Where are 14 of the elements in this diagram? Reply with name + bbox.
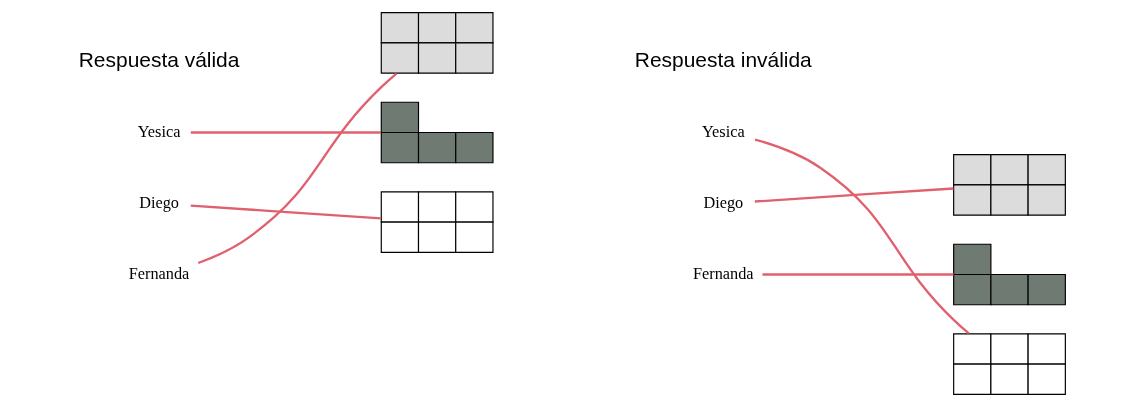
connector xyxy=(761,273,954,276)
node-text: Fernanda xyxy=(692,263,754,283)
node-text: Yesica xyxy=(137,121,180,141)
connector xyxy=(190,204,381,220)
node-text: Fernanda xyxy=(128,263,189,283)
connector xyxy=(190,131,381,134)
connector xyxy=(754,187,954,203)
label: Respuesta inválida xyxy=(634,47,812,71)
label: Respuesta válida xyxy=(78,47,239,71)
connector xyxy=(197,72,397,265)
connector xyxy=(754,138,970,335)
node-text: Diego xyxy=(702,192,743,212)
node-text: Diego xyxy=(138,192,179,212)
node-text: Yesica xyxy=(701,121,745,141)
